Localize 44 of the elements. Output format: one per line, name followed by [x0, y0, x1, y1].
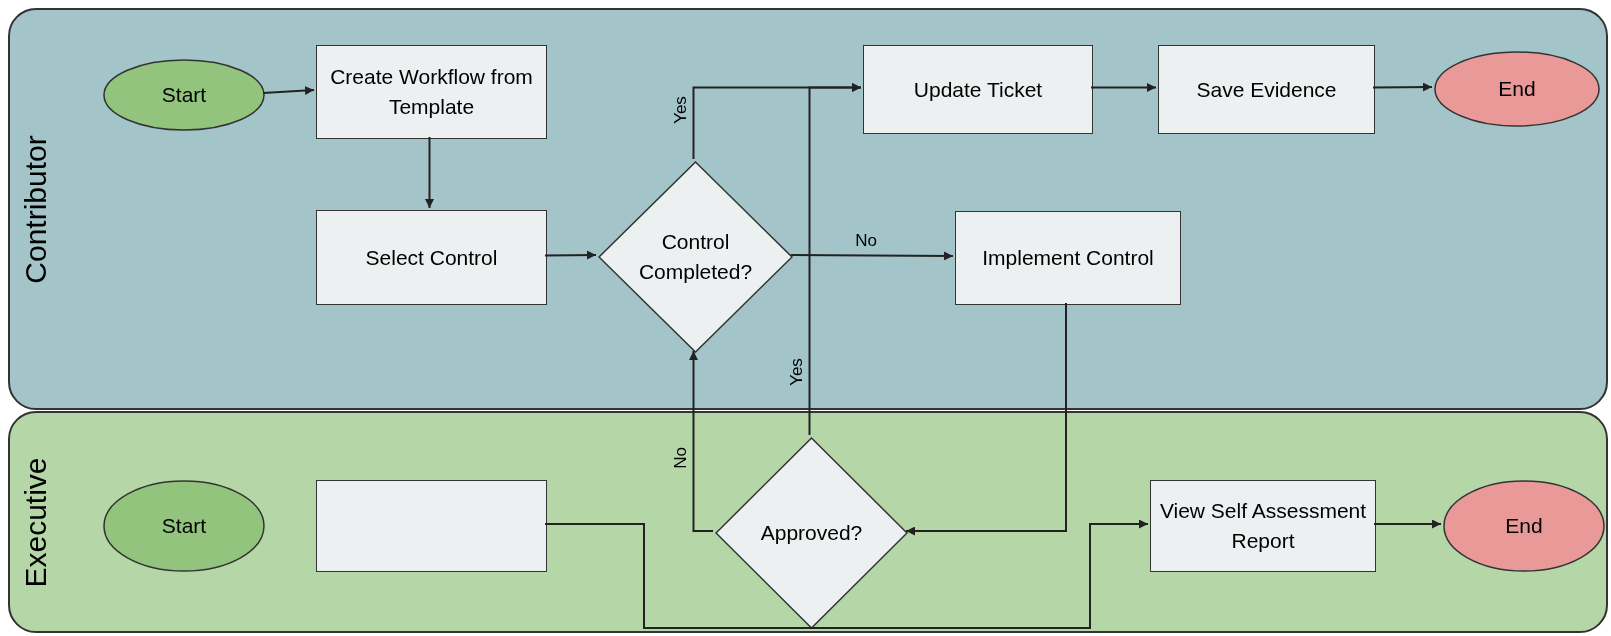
node-text: View Self Assessment Report: [1158, 498, 1368, 554]
node-text: Start: [160, 513, 208, 539]
process-box: [316, 45, 547, 139]
node-text: Approved?: [759, 520, 864, 546]
swimlane: [8, 411, 1608, 633]
arrow: [1373, 519, 1442, 529]
end-ellipse: [1434, 51, 1600, 127]
node-text: End: [1497, 76, 1537, 102]
arrow: [544, 519, 1149, 629]
process-box: [955, 211, 1181, 305]
arrow: [425, 136, 434, 209]
edge-label: Yes: [672, 96, 690, 124]
arrow: [1372, 82, 1433, 92]
start-ellipse: [103, 59, 265, 131]
swimlane: [8, 8, 1608, 410]
node-text: Create Workflow from Template: [329, 64, 534, 120]
node-text: Update Ticket: [912, 76, 1044, 103]
arrow: [905, 302, 1067, 536]
arrow: [790, 251, 954, 261]
arrow: [1090, 83, 1157, 92]
edge-label: Yes: [788, 358, 806, 386]
lane-title: Contributor: [17, 134, 53, 284]
node-text: Control Completed?: [637, 229, 754, 285]
start-ellipse: [103, 480, 265, 572]
node-text: Start: [160, 82, 208, 108]
process-box: [1150, 480, 1376, 572]
decision-diamond: [715, 437, 908, 629]
node-text: End: [1504, 513, 1544, 539]
arrow: [262, 86, 315, 95]
arrow: [544, 250, 597, 260]
process-box: [316, 210, 547, 305]
node-text: Save Evidence: [1195, 76, 1338, 103]
arrow: [689, 350, 714, 532]
node-text: Implement Control: [981, 245, 1155, 271]
arrow: [808, 83, 862, 436]
process-box: [1158, 45, 1375, 134]
node-text: Select Control: [364, 244, 499, 271]
edge-label: No: [855, 232, 877, 250]
end-ellipse: [1443, 480, 1605, 572]
edge-label: No: [672, 447, 690, 469]
decision-diamond: [598, 161, 793, 353]
process-box: [863, 45, 1093, 134]
lane-title: Executive: [17, 456, 53, 588]
process-box: [316, 480, 547, 572]
